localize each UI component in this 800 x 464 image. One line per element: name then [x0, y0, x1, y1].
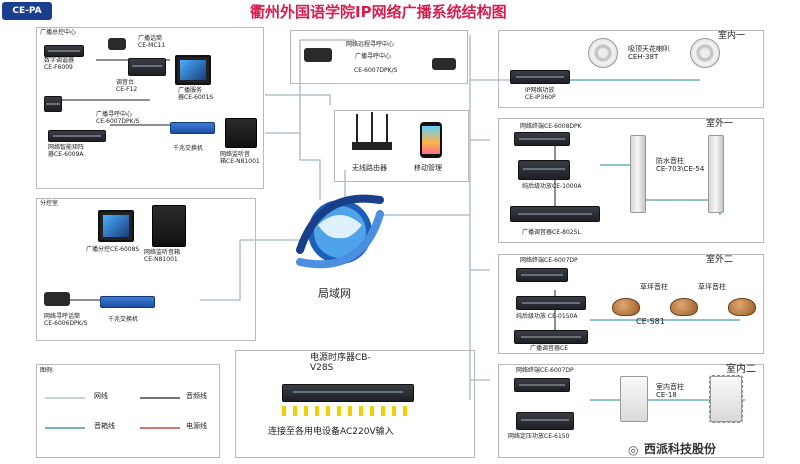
phone-label: 移动管理	[414, 164, 442, 172]
indoor1-panel	[498, 30, 764, 108]
label-6006: 网络寻呼话筒 CE-6006DPK/S	[44, 313, 88, 327]
ip-amp-device	[510, 70, 570, 84]
mixer-device	[128, 58, 166, 76]
label-6008s: 广播分控CE-6008S	[86, 246, 140, 253]
legend-panel	[36, 364, 220, 458]
router-panel	[334, 110, 469, 182]
router-label: 无线路由器	[352, 164, 387, 172]
lan-label: 局域网	[318, 287, 351, 300]
label-8025l: 广播调音器CE-8025L	[522, 229, 581, 236]
label-6150: 网络定压功放CE-6150	[508, 433, 570, 440]
legend-audio: 音频线	[186, 392, 207, 400]
amp-0150a	[516, 296, 586, 310]
amp-1000a	[518, 160, 570, 180]
label-i2-6007dp: 网络终端CE-6007DP	[516, 367, 574, 374]
broadcast-mic-icon	[108, 38, 126, 50]
sub-switch-device	[100, 296, 155, 308]
lawn-speaker-icon-2	[670, 298, 698, 316]
remote-paging-panel	[290, 30, 468, 84]
sub-paging-mic-icon	[44, 292, 70, 306]
outdoor1-panel	[498, 118, 764, 243]
sub-control-monitor-icon	[98, 210, 134, 242]
indoor-column-speaker-2	[709, 375, 743, 423]
indoor2-title: 室内二	[726, 364, 756, 375]
label-ce18: 室内音柱 CE-18	[656, 383, 684, 399]
broadcast-center-title: 广播总控中心	[40, 29, 77, 36]
label-grass: 草坪音柱	[640, 283, 668, 291]
power-sequencer-device	[282, 384, 414, 402]
lawn-speaker-icon	[612, 298, 640, 316]
server-monitor-icon	[175, 55, 211, 85]
legend-speaker: 音箱线	[94, 422, 115, 430]
outdoor2-title: 室外二	[706, 255, 734, 265]
paging-station-device	[44, 96, 62, 112]
ceiling-speaker-icon-2	[690, 38, 720, 68]
label-sub-n81001: 网络监听音箱 CE-N81001	[144, 249, 181, 263]
label-f12: 调音台 CE-F12	[116, 79, 138, 93]
mixer-o2	[514, 330, 588, 344]
paging-sublabel: 广播寻呼中心	[355, 53, 392, 60]
power-arrows-icon	[282, 406, 414, 416]
label-o2-6007dp: 网络终端CE-6007DP	[520, 257, 578, 264]
label-6007dpks: 广播寻呼中心 CE-6007DPK/S	[96, 111, 140, 125]
watermark-text: 西派科技股份	[644, 442, 717, 456]
label-f6009: 数字调谐器 CE-F6009	[44, 57, 75, 71]
outdoor1-title: 室外一	[706, 119, 734, 129]
broadcast-center-panel	[36, 27, 264, 189]
outdoor2-panel	[498, 254, 764, 354]
page-title: 衢州外国语学院IP网络广播系统结构图	[250, 3, 507, 21]
sub-control-title: 分控室	[40, 200, 59, 207]
lawn-speaker-icon-3	[728, 298, 756, 316]
wireless-router-icon	[352, 112, 392, 150]
amp-6150	[516, 412, 574, 430]
label-1000a: 纯后级功放CE-1000A	[522, 183, 582, 190]
label-sub-switch: 千兆交换机	[108, 316, 139, 323]
legend-power: 电源线	[186, 422, 207, 430]
switch-device	[170, 122, 215, 134]
label-mc11: 广播话筒 CE-MC11	[138, 35, 166, 49]
label-6001s: 广播服务 器CE-6001S	[178, 87, 214, 101]
mixer-8025l	[510, 206, 600, 222]
power-caption: 连接至各用电设备AC220V输入	[268, 427, 394, 437]
label-o2-eq: 广播调音器CE	[530, 345, 568, 352]
smartphone-icon	[420, 122, 442, 158]
label-0150: 纯后级功放 CE-0150A	[516, 313, 578, 320]
power-title: 电源时序器CB- V28S	[310, 353, 371, 373]
paging-mic-icon-2	[432, 58, 456, 70]
waterproof-column-speaker	[630, 135, 646, 213]
indoor1-title: 室内一	[718, 31, 746, 41]
indoor2-panel	[498, 364, 764, 458]
label-grass-2: 草坪音柱	[698, 283, 726, 291]
power-panel	[235, 350, 475, 458]
matrix-device	[48, 130, 106, 142]
label-grass-model: CE-S81	[636, 317, 665, 326]
legend-title: 图例:	[40, 367, 55, 374]
label-n81001: 网络监听音 箱CE-N81001	[220, 151, 260, 165]
paging-label: 网络远程寻呼中心	[346, 41, 395, 48]
net-line	[265, 39, 355, 134]
terminal-6007dp	[516, 268, 568, 282]
legend-net: 网线	[94, 392, 108, 400]
label-switch: 千兆交换机	[173, 145, 204, 152]
monitor-speaker-device	[225, 118, 257, 148]
paging-model: CE-6007DPK/S	[354, 67, 398, 74]
label-ceh38t: 吸顶天花喇叭 CEH-38T	[628, 45, 670, 61]
indoor-column-speaker	[620, 376, 648, 422]
sub-monitor-speaker	[152, 205, 186, 247]
terminal-i2-6007dp	[514, 378, 570, 392]
label-6008dpk: 网络终端CE-6008DPK	[520, 123, 582, 130]
label-6009a: 网络智能矩阵 器CE-6009A	[48, 144, 85, 158]
sub-control-panel	[36, 198, 256, 341]
watermark-icon: ◎	[628, 443, 639, 457]
tuner-device	[44, 45, 84, 57]
label-ip360p: IP网络功放 CE-IP360P	[525, 87, 556, 101]
ceiling-speaker-icon	[588, 38, 618, 68]
paging-mic-icon	[304, 48, 332, 62]
terminal-6008dpk	[514, 132, 570, 146]
waterproof-column-speaker-2	[708, 135, 724, 213]
label-column: 防水音柱 CE-703\CE-54	[656, 157, 705, 173]
lan-globe-icon	[296, 194, 384, 269]
brand-logo: CE-PA	[2, 2, 52, 20]
